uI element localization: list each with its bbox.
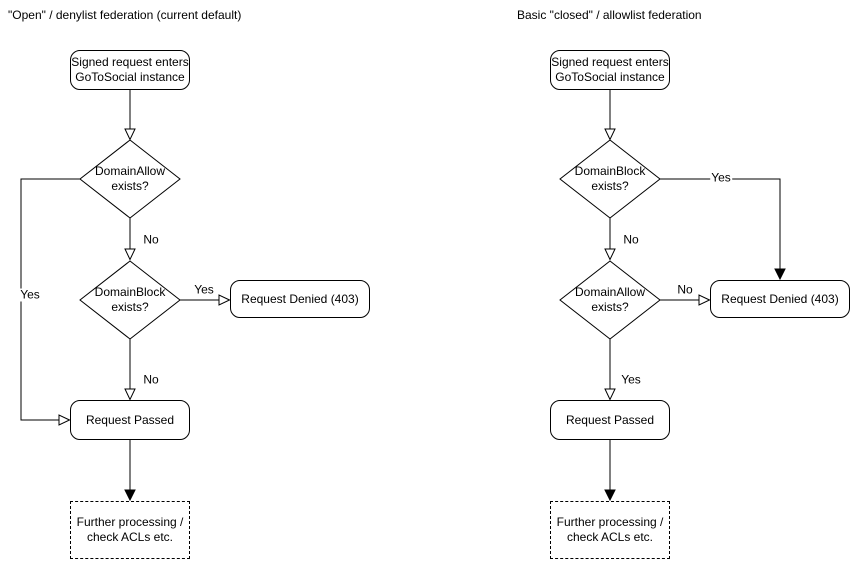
decision-domainblock-label: DomainBlock exists?	[574, 164, 646, 193]
request-passed-node: Request Passed	[550, 400, 670, 440]
edge-label-yes: Yes	[710, 170, 732, 185]
further-processing-node: Further processing / check ACLs etc.	[70, 501, 190, 559]
edge-label-no: No	[142, 232, 160, 247]
start-node: Signed request enters GoToSocial instanc…	[550, 50, 670, 90]
open-arrowhead-icon	[698, 294, 711, 306]
edge-label-no: No	[676, 282, 694, 297]
decision-domainallow-label: DomainAllow exists?	[94, 164, 166, 193]
open-arrowhead-icon	[604, 128, 616, 141]
open-arrowhead-icon	[218, 294, 231, 306]
solid-arrowhead-icon	[124, 489, 136, 502]
request-passed-node: Request Passed	[70, 400, 190, 440]
further-processing-node: Further processing / check ACLs etc.	[550, 501, 670, 559]
decision-domainblock-label: DomainBlock exists?	[94, 285, 166, 314]
decision-shape-domainblock	[559, 139, 661, 219]
edge-label-yes: Yes	[620, 372, 642, 387]
decision-domainallow-label: DomainAllow exists?	[574, 285, 646, 314]
chart-title-denylist: "Open" / denylist federation (current de…	[8, 8, 242, 22]
request-denied-node: Request Denied (403)	[230, 280, 370, 318]
decision-shape-domainallow	[79, 139, 181, 219]
edge-label-yes: Yes	[193, 282, 215, 297]
solid-arrowhead-icon	[774, 268, 786, 281]
edge-label-no: No	[142, 372, 160, 387]
open-arrowhead-icon	[124, 128, 136, 141]
edge-label-no: No	[622, 232, 640, 247]
start-node: Signed request enters GoToSocial instanc…	[70, 50, 190, 90]
solid-arrowhead-icon	[604, 489, 616, 502]
open-arrowhead-icon	[58, 414, 71, 426]
open-arrowhead-icon	[124, 248, 136, 261]
edge-decision1-yes	[660, 178, 781, 269]
decision-shape-domainblock	[79, 260, 181, 340]
open-arrowhead-icon	[124, 388, 136, 401]
open-arrowhead-icon	[604, 388, 616, 401]
chart-title-allowlist: Basic "closed" / allowlist federation	[517, 8, 702, 22]
decision-shape-domainallow	[559, 260, 661, 340]
open-arrowhead-icon	[604, 248, 616, 261]
edge-label-yes: Yes	[19, 287, 41, 302]
request-denied-node: Request Denied (403)	[710, 280, 850, 318]
